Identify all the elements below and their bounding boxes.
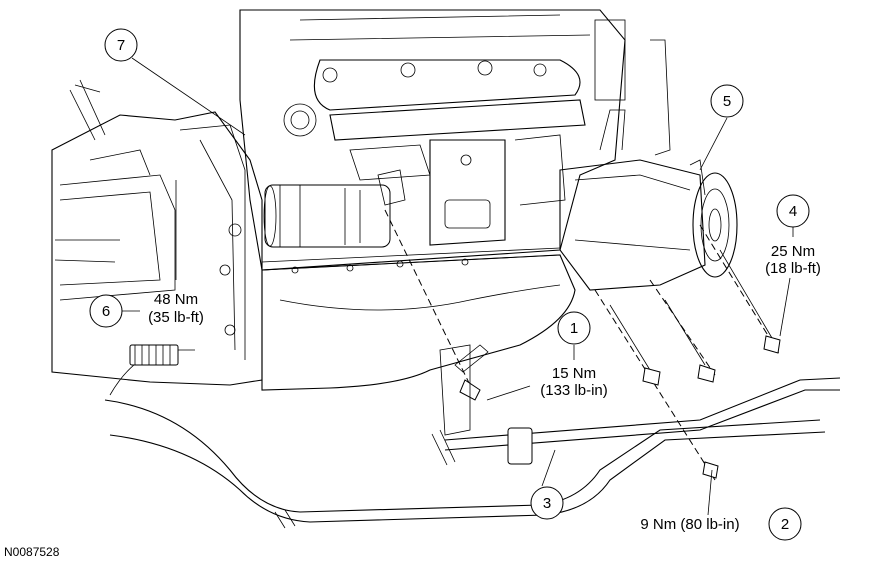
callout-1-number: 1 — [570, 320, 578, 337]
torque-label-2: 9 Nm (80 lb-in) — [640, 516, 739, 533]
bolt-2 — [594, 289, 719, 481]
callout-4: 4 — [776, 194, 810, 228]
figure-id: N0087528 — [4, 545, 60, 559]
ac-compressor — [559, 19, 738, 291]
callout-4-number: 4 — [789, 203, 797, 220]
oil-pan — [261, 254, 576, 391]
bolt-1 — [384, 209, 489, 436]
callout-5-number: 5 — [723, 93, 731, 110]
cooler-lines — [104, 344, 841, 529]
torque-label-1-alt: (133 lb-in) — [540, 382, 608, 399]
callout-5: 5 — [710, 84, 744, 118]
callout-7-number: 7 — [117, 37, 125, 54]
callout-7: 7 — [104, 28, 138, 62]
leader-lines — [122, 57, 794, 525]
torque-label-1: 15 Nm — [552, 365, 596, 382]
bolt-compressor-lower — [649, 279, 716, 383]
torque-label-4: 25 Nm — [771, 243, 815, 260]
callout-3: 3 — [530, 486, 564, 520]
torque-label-6: 48 Nm — [154, 291, 198, 308]
starter-motor — [263, 169, 406, 248]
torque-label-6-alt: (35 lb-ft) — [148, 309, 204, 326]
callout-3-number: 3 — [543, 495, 551, 512]
torque-label-4-alt: (18 lb-ft) — [765, 260, 821, 277]
callout-2-number: 2 — [781, 516, 789, 533]
callout-6-number: 6 — [102, 303, 110, 320]
callout-1: 1 — [557, 311, 591, 345]
callout-2: 2 — [768, 507, 802, 541]
bolt-4 — [699, 224, 781, 356]
callout-6: 6 — [89, 294, 123, 328]
transmission-bell-housing — [51, 79, 263, 386]
